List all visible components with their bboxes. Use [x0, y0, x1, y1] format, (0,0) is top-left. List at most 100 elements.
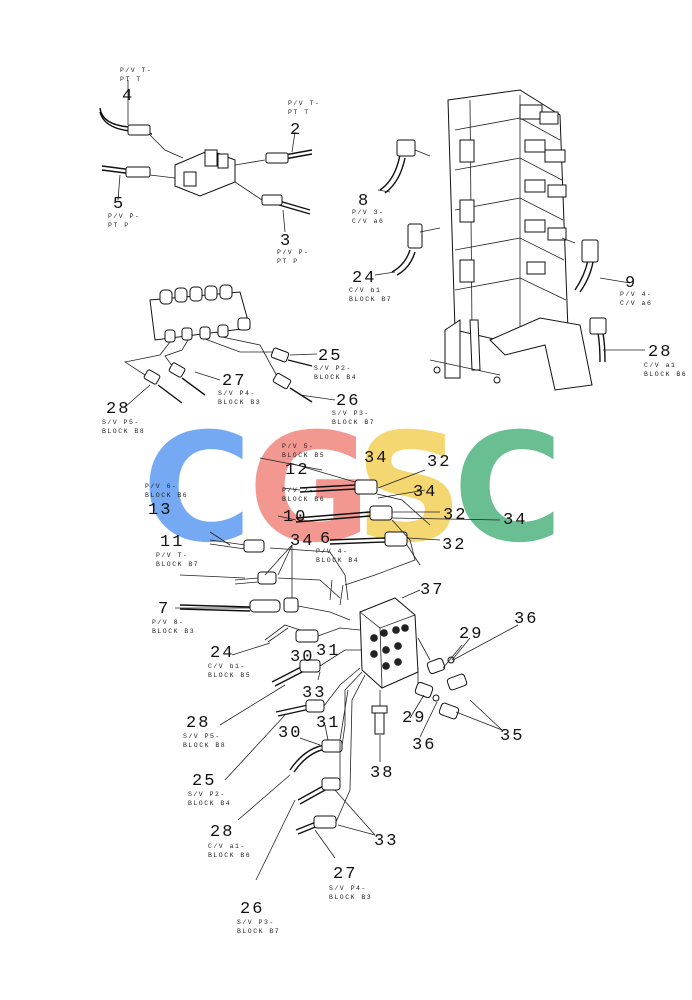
callout-sub: BLOCK B6	[644, 371, 687, 378]
callout-sub: P/V 3-	[352, 209, 384, 216]
part-number: 34	[503, 511, 527, 530]
watermark: C G S C	[142, 402, 563, 576]
callout: 11 P/V T- BLOCK B7	[156, 533, 199, 568]
part-number: 33	[374, 832, 398, 851]
callout-sub: S/V P3-	[332, 410, 370, 417]
callout-sub: PT P	[108, 222, 130, 229]
part-number: 32	[443, 506, 467, 525]
callout: 5 P/V P- PT P	[108, 195, 140, 229]
callout-sub: P/V T-	[288, 100, 320, 107]
part-number: 38	[370, 764, 394, 783]
callout-sub: BLOCK B5	[208, 672, 251, 679]
part-number: 34	[413, 483, 437, 502]
part-number: 35	[500, 727, 524, 746]
callout-sub: P/V T-	[156, 552, 188, 559]
callout: 8 P/V 3- C/V a6	[352, 192, 384, 225]
callout-number: 2	[290, 121, 302, 140]
solenoid-valve-group	[123, 284, 336, 408]
callout-number: 24	[352, 269, 376, 288]
callout-sub: P/V T-	[120, 67, 152, 74]
callout: 26 S/V P3- BLOCK B7	[332, 392, 375, 426]
callout: P/V 5- BLOCK B5 12	[282, 443, 324, 480]
callout-sub: S/V P5-	[102, 419, 140, 426]
callout-sub: PT T	[120, 76, 142, 83]
junction-block-group	[175, 457, 519, 881]
callout-number: 11	[160, 533, 184, 552]
callout-sub: C/V a1	[644, 362, 676, 369]
callout-sub: BLOCK B3	[152, 628, 195, 635]
callout-number: 28	[106, 400, 130, 419]
part-number: 34	[290, 532, 314, 551]
callout-number: 7	[158, 600, 170, 619]
callout-sub: S/V P4-	[218, 390, 256, 397]
callout-sub: P/V P-	[108, 213, 140, 220]
part-number: 32	[442, 536, 466, 555]
callout-number: 28	[648, 343, 672, 362]
callout: P/V T- PT T 2	[288, 100, 320, 140]
callout-sub: S/V P2-	[188, 791, 226, 798]
callout-sub: BLOCK B3	[329, 894, 372, 901]
callout-sub: S/V P4-	[329, 885, 367, 892]
callout-sub: BLOCK B7	[156, 561, 199, 568]
callout-sub: BLOCK B6	[282, 496, 325, 503]
callout-sub: BLOCK B3	[218, 399, 261, 406]
callout-sub: BLOCK B7	[349, 296, 392, 303]
callout-sub: P/V 8-	[152, 619, 184, 626]
callout: 9 P/V 4- C/V a6	[620, 274, 652, 307]
callout-sub: P/V 5-	[282, 443, 314, 450]
part-number: 31	[316, 714, 340, 733]
callout-number: 28	[210, 823, 234, 842]
callout-number: 6	[320, 530, 332, 549]
callout-number: 26	[240, 900, 264, 919]
callout-sub: C/V b1	[349, 287, 381, 294]
callout: P/V 6- BLOCK B6 13	[145, 483, 188, 520]
callout: 26 S/V P3- BLOCK B7	[237, 900, 280, 935]
watermark-letter: C	[453, 402, 563, 576]
callout-sub: BLOCK B6	[145, 492, 188, 499]
callout-sub: BLOCK B4	[316, 557, 359, 564]
callout-sub: BLOCK B4	[314, 374, 357, 381]
callout-sub: C/V a1-	[208, 843, 246, 850]
callout-number: 25	[318, 347, 342, 366]
callout-sub: S/V P5-	[183, 733, 221, 740]
callout-sub: C/V b1-	[208, 663, 246, 670]
callout: 28 S/V P5- BLOCK B8	[183, 714, 226, 749]
part-number: 36	[412, 736, 436, 755]
callout-sub: BLOCK B4	[188, 800, 231, 807]
callout-number: 3	[280, 232, 292, 251]
part-number: 30	[290, 648, 314, 667]
callout-sub: BLOCK B7	[332, 419, 375, 426]
part-number-labels: 34 32 34 32 34 32 34 37 30 31 33 29 36 2…	[278, 449, 538, 851]
callout-number: 24	[210, 644, 234, 663]
callout: 28 C/V a1 BLOCK B6	[644, 343, 687, 378]
pilot-valve	[174, 149, 236, 197]
callout-sub: PT P	[277, 258, 299, 265]
callout-sub: C/V a6	[620, 300, 652, 307]
callout-sub: P/V 6-	[145, 483, 177, 490]
part-number: 29	[459, 625, 483, 644]
callout-number: 27	[333, 865, 357, 884]
callout-number: 26	[336, 392, 360, 411]
callout-number: 5	[113, 195, 125, 214]
callout-number: 13	[148, 501, 172, 520]
callout-number: 12	[285, 461, 309, 480]
callout-sub: BLOCK B7	[237, 928, 280, 935]
callout-sub: PT T	[288, 109, 310, 116]
callout-number: 27	[222, 372, 246, 391]
callout-sub: BLOCK B8	[183, 742, 226, 749]
callout-number: 28	[186, 714, 210, 733]
callout: 24 C/V b1 BLOCK B7	[349, 269, 392, 303]
callout: 25 S/V P2- BLOCK B4	[314, 347, 357, 381]
callout-sub: S/V P2-	[314, 365, 352, 372]
callout-number: 9	[625, 274, 637, 293]
callout: 27 S/V P4- BLOCK B3	[329, 865, 372, 901]
callout: 7 P/V 8- BLOCK B3	[152, 600, 195, 635]
part-number: 32	[427, 453, 451, 472]
callout-sub: P/V 4-	[620, 291, 652, 298]
callout: P/V T- PT T 4	[120, 67, 152, 106]
part-number: 36	[514, 610, 538, 629]
callout: 6 P/V 4- BLOCK B4	[316, 530, 359, 564]
callout: P/V 2- BLOCK B6 10	[282, 487, 325, 527]
callout: 3 P/V P- PT P	[277, 232, 308, 265]
